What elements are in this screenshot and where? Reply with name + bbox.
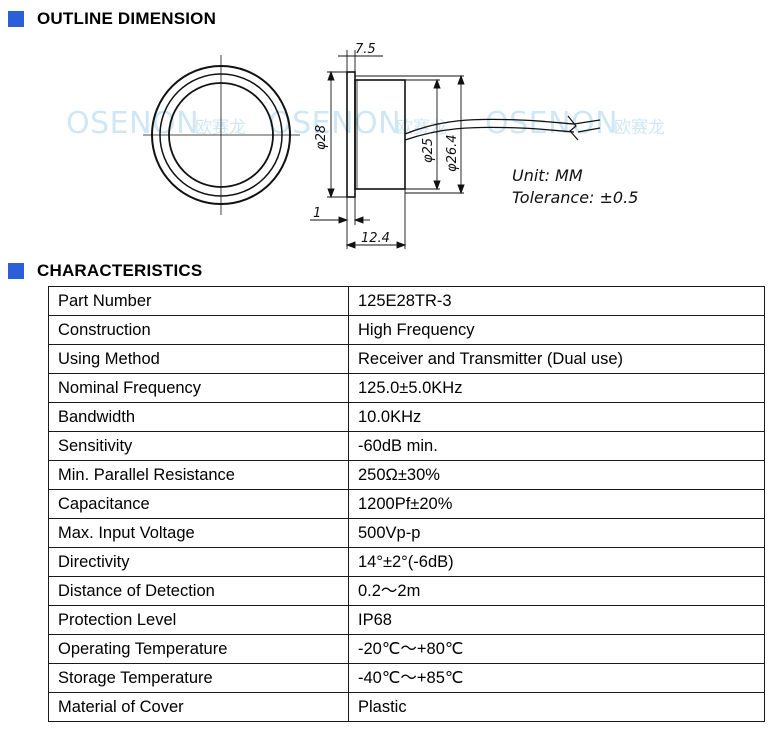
spec-value: 250Ω±30% (348, 460, 765, 490)
side-view (346, 71, 601, 198)
table-row: Sensitivity-60dB min. (48, 431, 765, 461)
dim-12-4: 12.4 (361, 231, 390, 246)
section-square-icon (8, 263, 24, 279)
watermark-brand-cn-3: 欧赛龙 (614, 117, 665, 138)
dimension-lines (310, 50, 465, 249)
characteristics-title: CHARACTERISTICS (37, 261, 203, 280)
unit-note: Unit: MM (512, 166, 583, 185)
dim-phi-25: φ25 (421, 138, 436, 163)
spec-value: Plastic (348, 692, 765, 722)
spec-value: -40℃～+85℃ (348, 663, 765, 693)
spec-value: 125.0±5.0KHz (348, 373, 765, 403)
spec-key: Storage Temperature (48, 663, 349, 693)
outline-dimension-header: OUTLINE DIMENSION (8, 9, 216, 29)
spec-value: IP68 (348, 605, 765, 635)
spec-key: Protection Level (48, 605, 349, 635)
spec-value: 1200Pf±20% (348, 489, 765, 519)
watermark-brand-1: OSENON (66, 106, 199, 141)
dim-1: 1 (313, 206, 321, 221)
outline-drawing: OSENON 欧赛龙 OSENON 欧赛龙 OSENON 欧赛龙 (66, 42, 665, 249)
spec-value: 10.0KHz (348, 402, 765, 432)
spec-value: -20℃～+80℃ (348, 634, 765, 664)
spec-value: 0.2～2m (348, 576, 765, 606)
spec-key: Operating Temperature (48, 634, 349, 664)
watermark-brand-3: OSENON (485, 106, 618, 141)
table-row: Operating Temperature-20℃～+80℃ (48, 634, 765, 664)
front-view (143, 55, 300, 215)
dim-phi-28: φ28 (314, 125, 329, 150)
watermark-brand-2: OSENON (268, 106, 401, 141)
spec-value: 125E28TR-3 (348, 286, 765, 316)
spec-key: Nominal Frequency (48, 373, 349, 403)
spec-key: Sensitivity (48, 431, 349, 461)
spec-key: Bandwidth (48, 402, 349, 432)
outline-dimension-title: OUTLINE DIMENSION (37, 9, 217, 28)
spec-key: Material of Cover (48, 692, 349, 722)
spec-key: Construction (48, 315, 349, 345)
spec-key: Distance of Detection (48, 576, 349, 606)
dim-phi-26-4: φ26.4 (445, 134, 460, 172)
spec-value: Receiver and Transmitter (Dual use) (348, 344, 765, 374)
spec-key: Using Method (48, 344, 349, 374)
characteristics-header: CHARACTERISTICS (8, 261, 202, 281)
spec-key: Max. Input Voltage (48, 518, 349, 548)
spec-value: -60dB min. (348, 431, 765, 461)
spec-value: 14°±2°(-6dB) (348, 547, 765, 577)
spec-key: Capacitance (48, 489, 349, 519)
spec-key: Directivity (48, 547, 349, 577)
section-square-icon (8, 11, 24, 27)
spec-value: 500Vp-p (348, 518, 765, 548)
table-row: Storage Temperature-40℃～+85℃ (48, 663, 765, 693)
spec-key: Part Number (48, 286, 349, 316)
watermark-brand-cn-1: 欧赛龙 (195, 117, 246, 138)
tolerance-note: Tolerance: ±0.5 (512, 188, 638, 207)
dim-7-5: 7.5 (355, 42, 376, 57)
spec-value: High Frequency (348, 315, 765, 345)
spec-key: Min. Parallel Resistance (48, 460, 349, 490)
